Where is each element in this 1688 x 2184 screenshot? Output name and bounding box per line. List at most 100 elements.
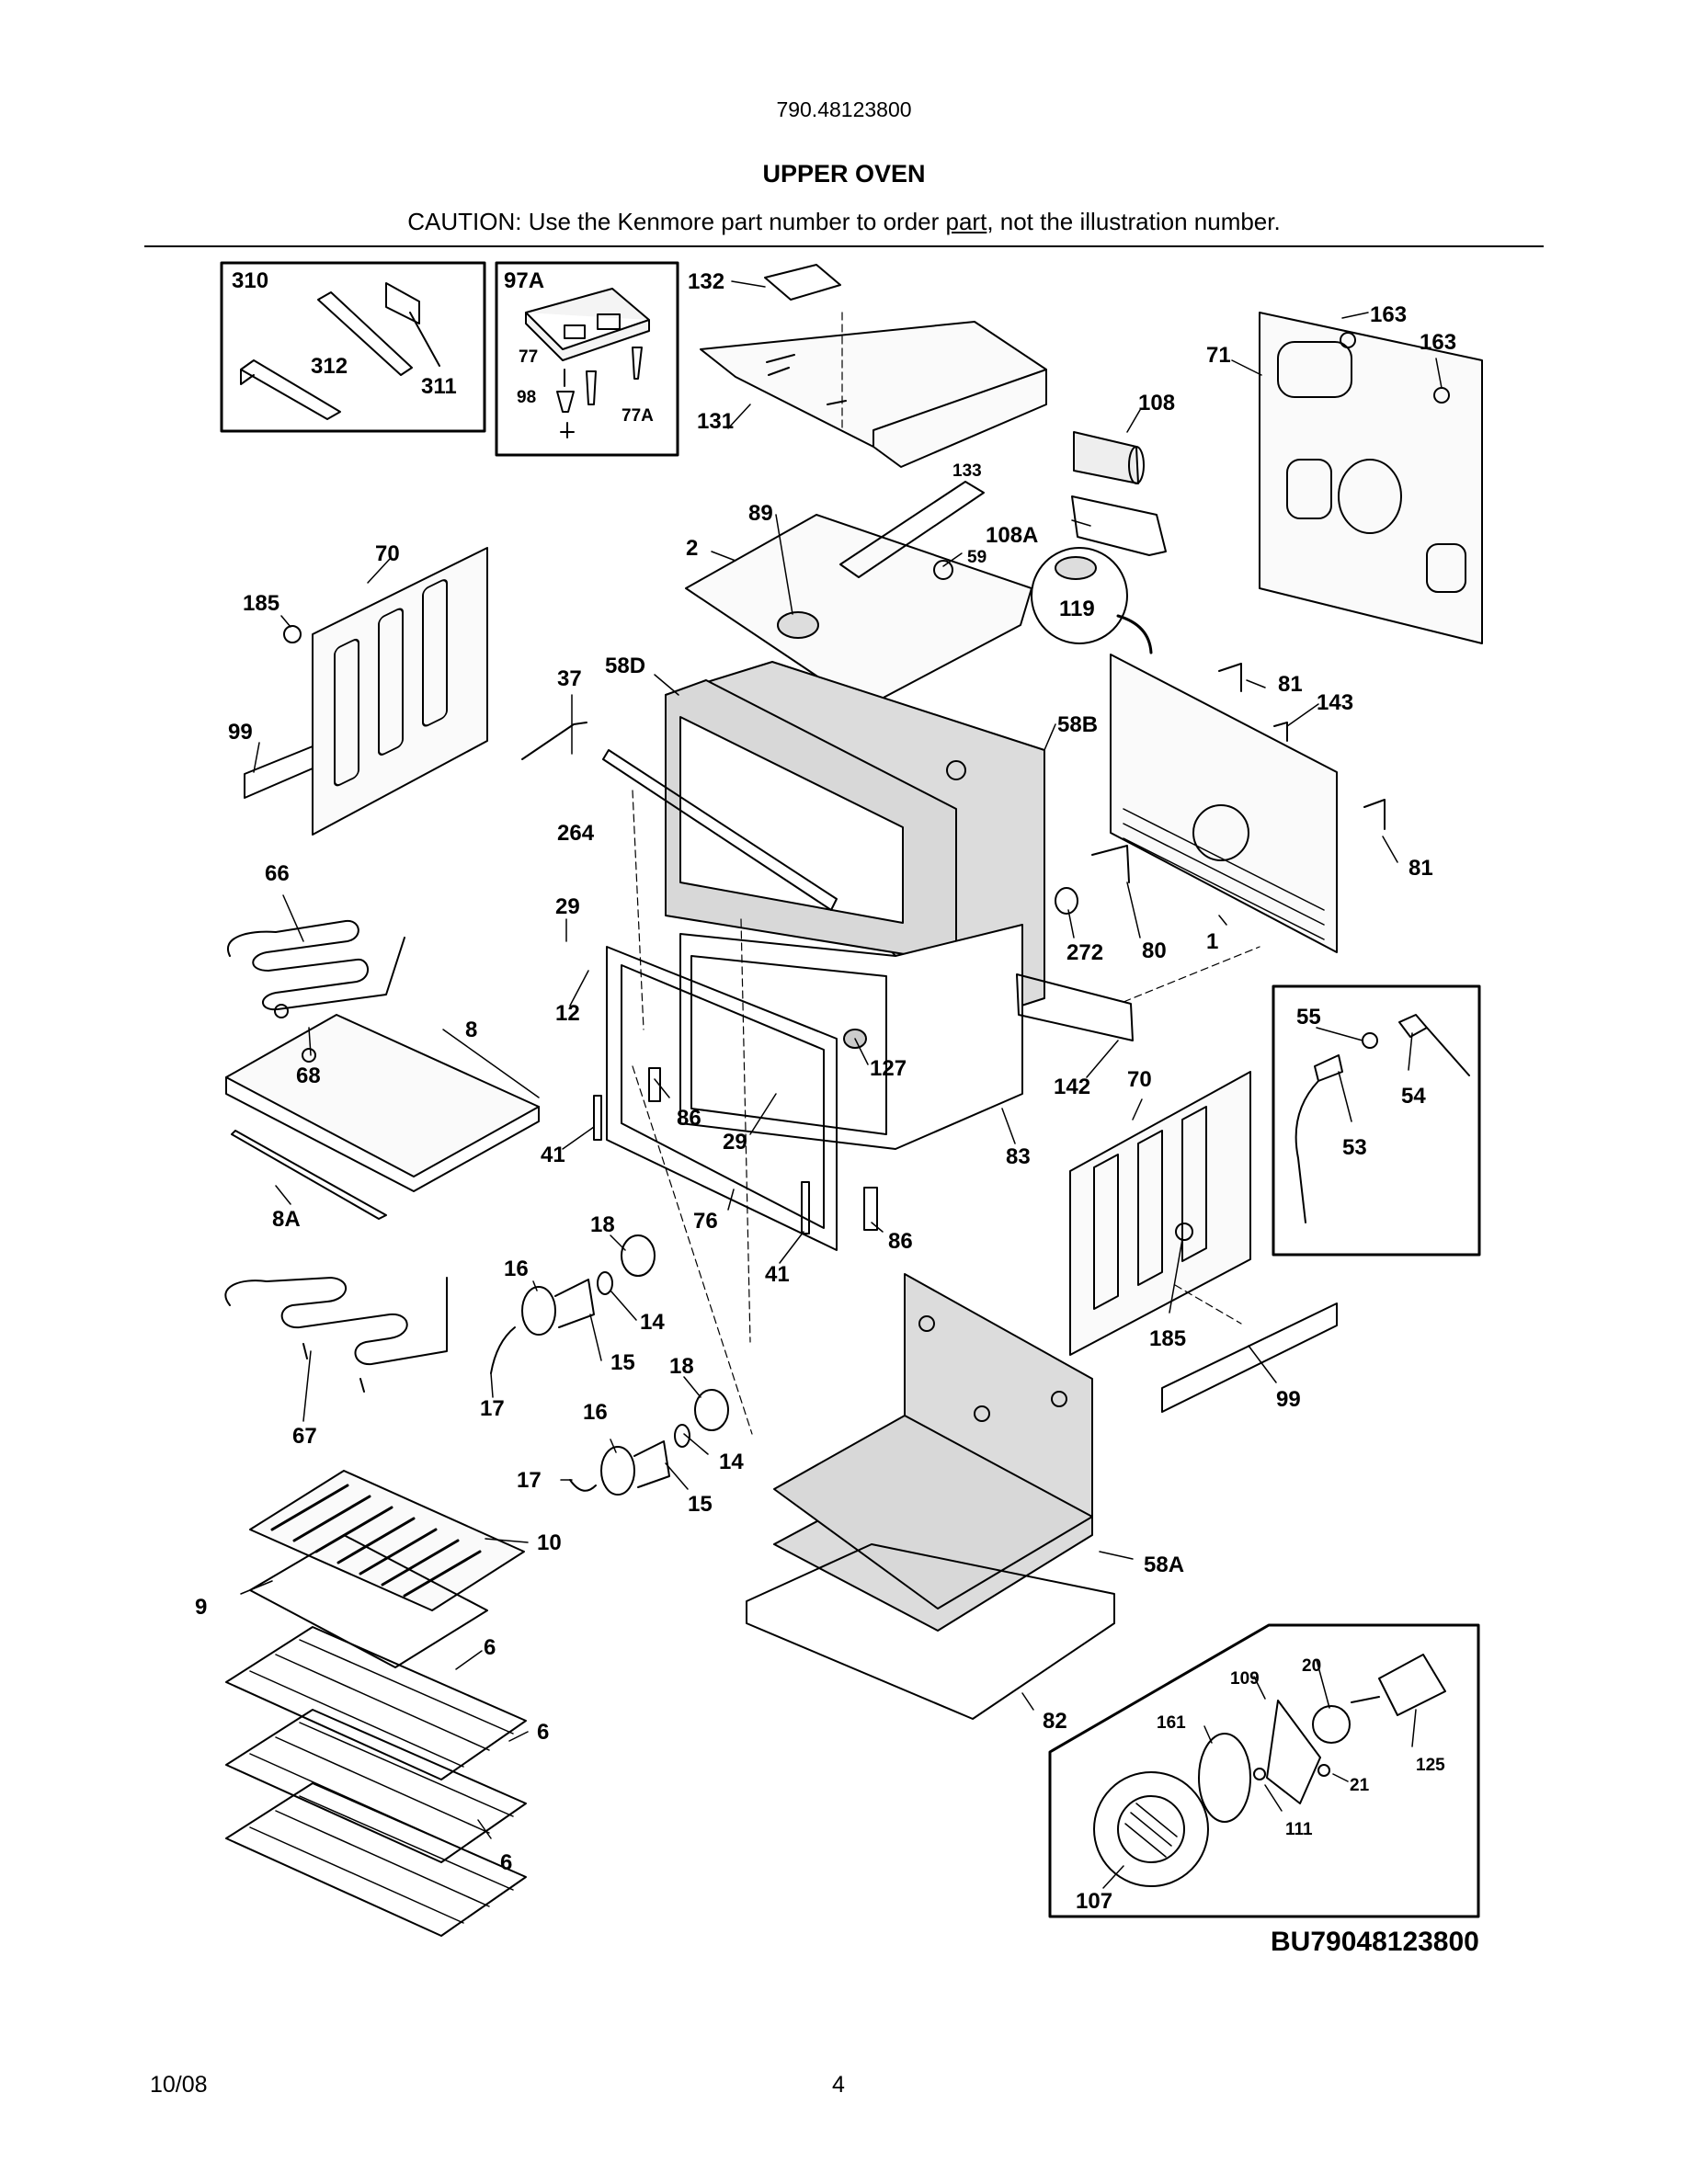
- rear-panel-opening-4: [1426, 543, 1466, 593]
- side-panel-rib-1: [334, 638, 359, 787]
- lamp-bulb-15b: [633, 1440, 670, 1488]
- wire-17a: [490, 1326, 516, 1374]
- callout-29a: 29: [555, 894, 580, 919]
- callout-77a: 77A: [622, 406, 654, 426]
- frame-hole: [946, 760, 966, 780]
- callout-41b: 41: [765, 1262, 790, 1287]
- bracket-80: [1091, 845, 1130, 883]
- wrap-hole-2: [974, 1405, 990, 1422]
- broil-element-66: [227, 919, 405, 1011]
- bake-element-supports: [302, 1343, 365, 1393]
- callout-67: 67: [292, 1424, 317, 1449]
- callout-76: 76: [693, 1209, 718, 1234]
- cavity-inner: [690, 955, 887, 1135]
- page-number: 4: [832, 2072, 845, 2098]
- broil-grid-slots: [270, 1484, 482, 1598]
- side-panel-rib-3: [422, 579, 448, 727]
- callout-86b: 86: [888, 1229, 913, 1254]
- door-seal-76: [606, 946, 838, 1251]
- rail-99a: [244, 745, 314, 799]
- callout-18a: 18: [590, 1212, 615, 1237]
- bracket-311b: [385, 282, 440, 367]
- callout-98: 98: [517, 388, 536, 407]
- clip-68a: [274, 1004, 289, 1018]
- cooling-fan-108: [1073, 431, 1139, 484]
- callout-82: 82: [1043, 1709, 1067, 1734]
- callout-37: 37: [557, 666, 582, 691]
- wrap-hole-1: [918, 1315, 935, 1332]
- caution-text-end: , not the illustration number.: [987, 208, 1281, 235]
- callout-80: 80: [1142, 938, 1167, 963]
- callout-58d: 58D: [605, 654, 645, 678]
- callout-59: 59: [967, 548, 987, 567]
- callout-20: 20: [1302, 1656, 1321, 1676]
- top-cover-131: [700, 321, 1047, 468]
- bushing-272: [1055, 887, 1078, 915]
- duct-108a: [1071, 495, 1167, 556]
- callout-185b: 185: [1149, 1326, 1186, 1351]
- grommet-59: [933, 560, 953, 580]
- fan-motor-125: [1351, 1654, 1446, 1716]
- callout-70b: 70: [1127, 1067, 1152, 1092]
- bottom-wrap-floor: [773, 1415, 1093, 1610]
- caution-text-start: CAUTION: Use the Kenmore part number to …: [407, 208, 946, 235]
- diagram-code: BU79048123800: [1271, 1927, 1479, 1957]
- callout-8a: 8A: [272, 1207, 301, 1232]
- bottom-panel-82: [746, 1543, 1115, 1720]
- caution-note: CAUTION: Use the Kenmore part number to …: [0, 208, 1688, 236]
- side-panel-70a: [312, 547, 488, 836]
- broil-grid-10: [249, 1470, 525, 1611]
- callout-29b: 29: [723, 1130, 747, 1155]
- rack-6a-wires: [249, 1639, 514, 1768]
- thermostat-detail-circle-119: [1031, 547, 1128, 644]
- header-divider: [144, 245, 1544, 247]
- alignment-dashed-lines: [632, 312, 1260, 1435]
- hinge-86b: [863, 1187, 878, 1231]
- wire-channel-133: [839, 481, 985, 578]
- callout-109: 109: [1230, 1669, 1260, 1689]
- clip-68b: [302, 1048, 316, 1063]
- callout-264: 264: [557, 821, 595, 846]
- cover-holes: [766, 354, 847, 405]
- wire-17b: [569, 1479, 597, 1492]
- callout-12: 12: [555, 1001, 580, 1026]
- callout-70a: 70: [375, 541, 400, 566]
- sensor-54: [1398, 1014, 1470, 1076]
- revision-date: 10/08: [150, 2072, 208, 2098]
- gasket-14a: [597, 1271, 613, 1295]
- callout-55: 55: [1296, 1005, 1321, 1029]
- rear-panel-opening-3: [1286, 459, 1332, 519]
- callout-8: 8: [465, 1018, 477, 1042]
- callout-21: 21: [1350, 1776, 1370, 1795]
- callout-2: 2: [686, 536, 698, 561]
- brackets-81-143: [1218, 663, 1386, 830]
- washer-21: [1317, 1764, 1330, 1777]
- callout-6b: 6: [537, 1720, 549, 1745]
- fan-cover-grille-lines: [1124, 1803, 1178, 1858]
- nut-55: [1362, 1032, 1378, 1049]
- callout-16b: 16: [583, 1400, 608, 1425]
- nut-185b: [1175, 1223, 1193, 1241]
- callout-6a: 6: [484, 1635, 496, 1660]
- callout-312: 312: [311, 354, 348, 379]
- strip-8a: [231, 1130, 387, 1220]
- callout-71: 71: [1206, 343, 1231, 368]
- callout-185a: 185: [243, 591, 279, 616]
- callout-66: 66: [265, 861, 290, 886]
- rack-6b-wires: [249, 1722, 514, 1850]
- nut-111: [1253, 1768, 1266, 1780]
- board-relay-1: [564, 324, 586, 339]
- callout-133: 133: [952, 461, 982, 481]
- callout-86a: 86: [677, 1106, 701, 1131]
- callout-15a: 15: [610, 1350, 635, 1375]
- rear-wall-fan-opening: [1192, 804, 1249, 861]
- callout-97a: 97A: [504, 268, 544, 293]
- callout-163b: 163: [1420, 330, 1456, 355]
- callout-6c: 6: [500, 1850, 512, 1875]
- standoffs-77: [556, 347, 643, 413]
- callout-14b: 14: [719, 1450, 744, 1474]
- bake-cover-edge: [225, 1076, 540, 1192]
- bracket-311a: [317, 291, 413, 376]
- callout-58b: 58B: [1057, 712, 1098, 737]
